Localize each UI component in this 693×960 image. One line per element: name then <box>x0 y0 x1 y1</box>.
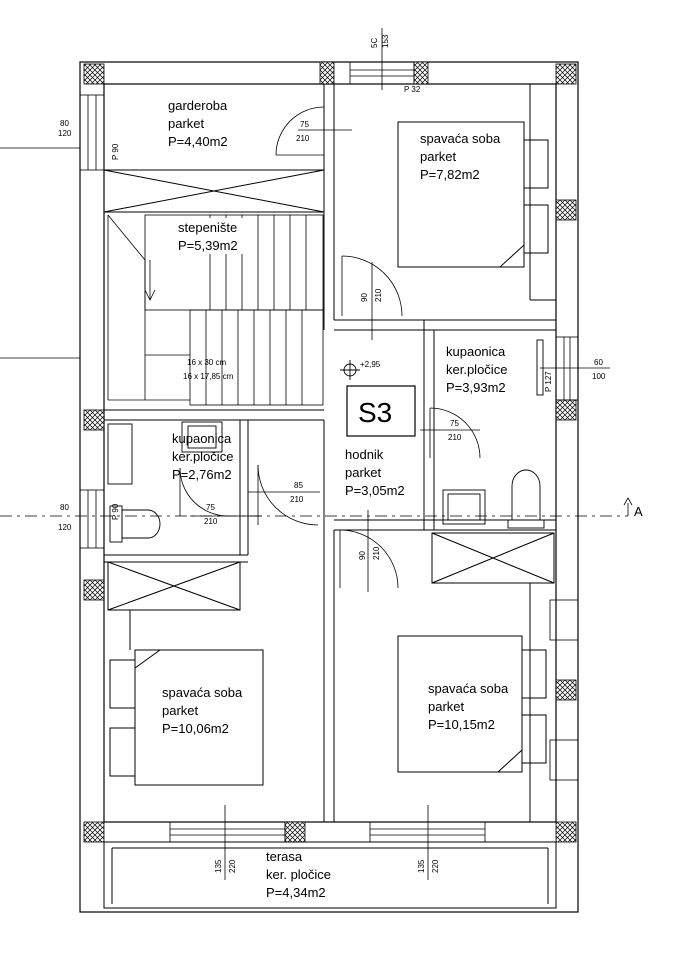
room-floor: parket <box>168 116 205 131</box>
room-name: stepenište <box>178 220 237 235</box>
room-area: P=2,76m2 <box>172 467 232 482</box>
dim-door-bed2-b: 210 <box>372 546 381 560</box>
doors <box>179 106 481 589</box>
room-area: P=7,82m2 <box>420 167 480 182</box>
dim-door-bath-r-b: 210 <box>448 433 462 442</box>
room-area: P=10,06m2 <box>162 721 229 736</box>
room-staircase: stepenište P=5,39m2 <box>172 218 252 254</box>
room-floor: ker.pločice <box>172 449 233 464</box>
dim-door-hall-b: 210 <box>290 495 304 504</box>
room-floor: parket <box>428 699 465 714</box>
room-name: kupaonica <box>172 431 232 446</box>
dim-terrace-door1-b: 220 <box>228 859 237 873</box>
level-marker <box>340 360 360 380</box>
dim-terrace-door2-b: 220 <box>431 859 440 873</box>
section-line <box>0 497 633 517</box>
room-name: kupaonica <box>446 344 506 359</box>
bathroom-fixtures <box>107 339 545 543</box>
room-floor: parket <box>162 703 199 718</box>
dim-door-garderoba-b: 210 <box>296 134 310 143</box>
room-name: terasa <box>266 849 303 864</box>
dim-right-window-a: 60 <box>594 358 603 367</box>
room-name: spavaća soba <box>420 131 501 146</box>
dim-door-bed2-a: 90 <box>358 551 367 560</box>
room-floor: parket <box>345 465 382 480</box>
windows <box>79 61 579 843</box>
dimension-labels: 5C 153 P 32 80 120 P 90 75 210 90 210 60… <box>58 34 606 873</box>
room-name: garderoba <box>168 98 228 113</box>
room-area: P=4,40m2 <box>168 134 228 149</box>
section-label: A <box>634 504 643 519</box>
dim-top-window-b: 153 <box>381 34 390 48</box>
dim-terrace-door1-a: 135 <box>214 859 223 873</box>
unit-tag-box <box>346 385 416 437</box>
room-name: spavaća soba <box>162 685 243 700</box>
unit-tag: S3 <box>358 397 392 428</box>
dim-left-window-a: 80 <box>60 119 69 128</box>
room-bedroom-right: spavaća soba parket P=10,15m2 <box>428 681 509 732</box>
dim-top-sill: P 32 <box>404 85 421 94</box>
dim-right-window-b: 100 <box>592 372 606 381</box>
stair-note-2: 16 x 17,85 cm <box>183 372 234 381</box>
dim-door-bed-a: 90 <box>360 293 369 302</box>
room-bathroom-left: kupaonica ker.pločice P=2,76m2 <box>172 431 233 482</box>
wall-hatch-blocks <box>83 61 577 843</box>
room-area: P=3,93m2 <box>446 380 506 395</box>
dim-left-window2-a: 80 <box>60 503 69 512</box>
dim-door-garderoba-a: 75 <box>300 120 309 129</box>
room-name: hodnik <box>345 447 384 462</box>
room-name: spavaća soba <box>428 681 509 696</box>
dim-terrace-door2-a: 135 <box>417 859 426 873</box>
stair-note-1: 16 x 30 cm <box>187 358 226 367</box>
beds <box>109 121 549 786</box>
room-area: P=10,15m2 <box>428 717 495 732</box>
room-terrace: terasa ker. pločice P=4,34m2 <box>266 849 331 900</box>
room-area: P=3,05m2 <box>345 483 405 498</box>
dim-door-bed-b: 210 <box>374 288 383 302</box>
room-bathroom-right: kupaonica ker.pločice P=3,93m2 <box>446 344 507 395</box>
room-floor: parket <box>420 149 457 164</box>
dim-door-hall-a: 85 <box>294 481 303 490</box>
dim-door-bath-l-b: 210 <box>204 517 218 526</box>
room-area: P=4,34m2 <box>266 885 326 900</box>
room-floor: ker.pločice <box>446 362 507 377</box>
dim-door-bath-r-a: 75 <box>450 419 459 428</box>
dim-right-window-sill: P 127 <box>544 371 553 392</box>
room-hallway: hodnik parket P=3,05m2 <box>345 447 405 498</box>
room-area: P=5,39m2 <box>178 238 238 253</box>
room-bedroom-top: spavaća soba parket P=7,82m2 <box>420 131 501 182</box>
room-bedroom-left: spavaća soba parket P=10,06m2 <box>162 685 243 736</box>
dim-door-bath-l-a: 75 <box>206 503 215 512</box>
dim-left-window-sill: P 90 <box>111 143 120 160</box>
dim-left-window2-b: 120 <box>58 523 72 532</box>
room-garderoba: garderoba parket P=4,40m2 <box>168 98 228 149</box>
dim-left-window2-sill: P 90 <box>111 503 120 520</box>
dim-top-window-a: 5C <box>370 38 379 48</box>
room-floor: ker. pločice <box>266 867 331 882</box>
dim-left-window-b: 120 <box>58 129 72 138</box>
leader-lines <box>0 28 610 880</box>
level-mark-text: +2,95 <box>360 360 381 369</box>
interior-walls <box>103 84 557 909</box>
